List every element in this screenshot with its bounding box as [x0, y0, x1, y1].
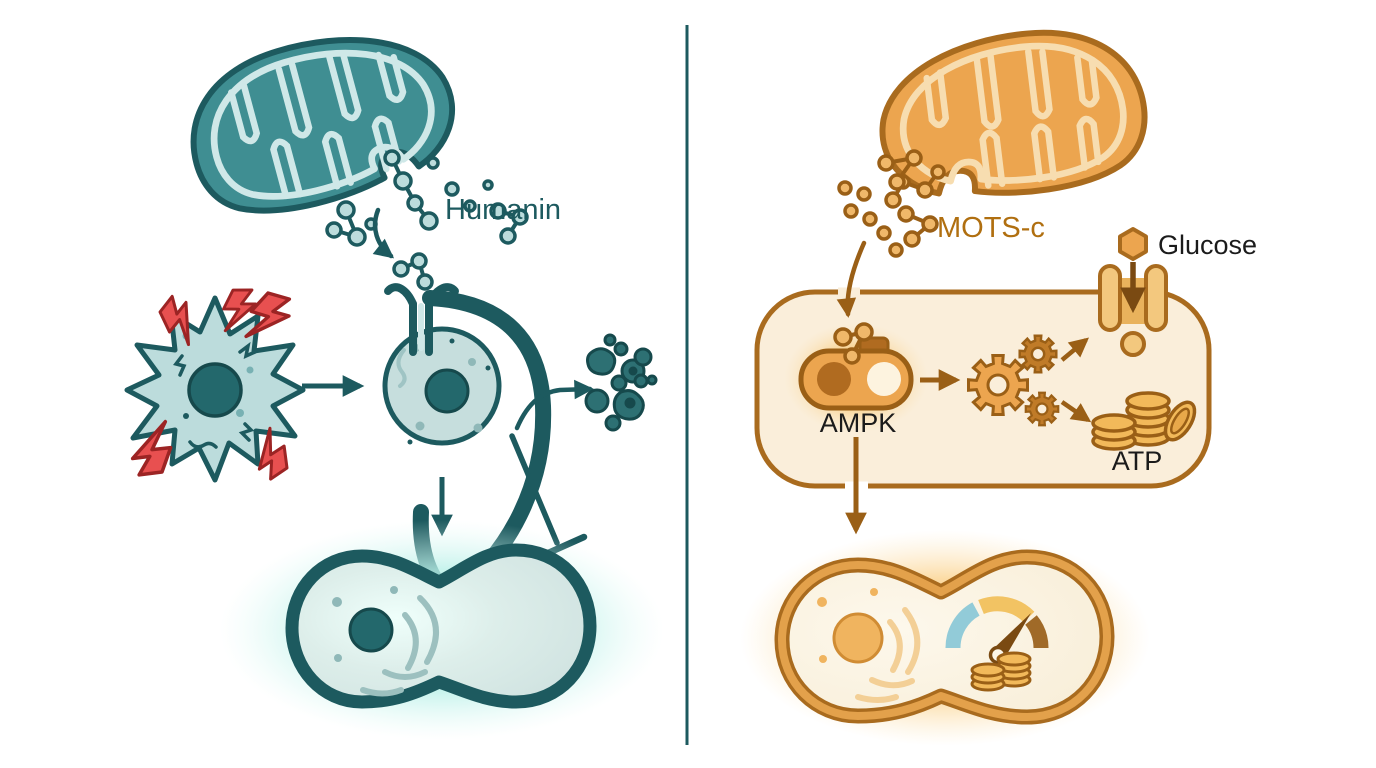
motsc-peptides	[837, 149, 946, 258]
glucose-hexagon-icon	[1118, 227, 1148, 261]
apoptosis-arrow	[514, 379, 594, 431]
gears-to-glucose-arrow	[1060, 337, 1089, 362]
motsc-entry-arrow	[836, 240, 867, 318]
ampk-enzyme	[784, 322, 928, 433]
humanin-label: Humanin	[445, 194, 561, 226]
atp-coins	[1091, 391, 1197, 451]
glucose-molecule	[1118, 227, 1148, 261]
humanin-peptides	[325, 149, 529, 247]
left-panel: Humanin	[124, 37, 664, 740]
energized-cell	[740, 530, 1150, 746]
atp-label: ATP	[1112, 446, 1163, 476]
glucose-label: Glucose	[1158, 230, 1257, 260]
gears-to-atp-arrow	[1060, 400, 1092, 423]
cell-coins-icon	[970, 651, 1032, 692]
healthy-cell	[220, 520, 664, 740]
apoptotic-bodies	[584, 333, 658, 432]
protected-cell	[382, 326, 502, 446]
stressed-cell	[124, 282, 306, 484]
right-panel: MOTS-c AMPK	[740, 29, 1257, 746]
mitochondrion-teal	[190, 37, 455, 214]
peptide-to-receptor-arrow	[372, 207, 395, 259]
ampk-label: AMPK	[820, 408, 897, 438]
glucose-transporter	[1098, 262, 1168, 357]
mitochondrion-orange	[879, 29, 1148, 197]
receptor	[384, 283, 459, 356]
bound-peptide	[392, 252, 434, 291]
motsc-label: MOTS-c	[937, 212, 1045, 244]
